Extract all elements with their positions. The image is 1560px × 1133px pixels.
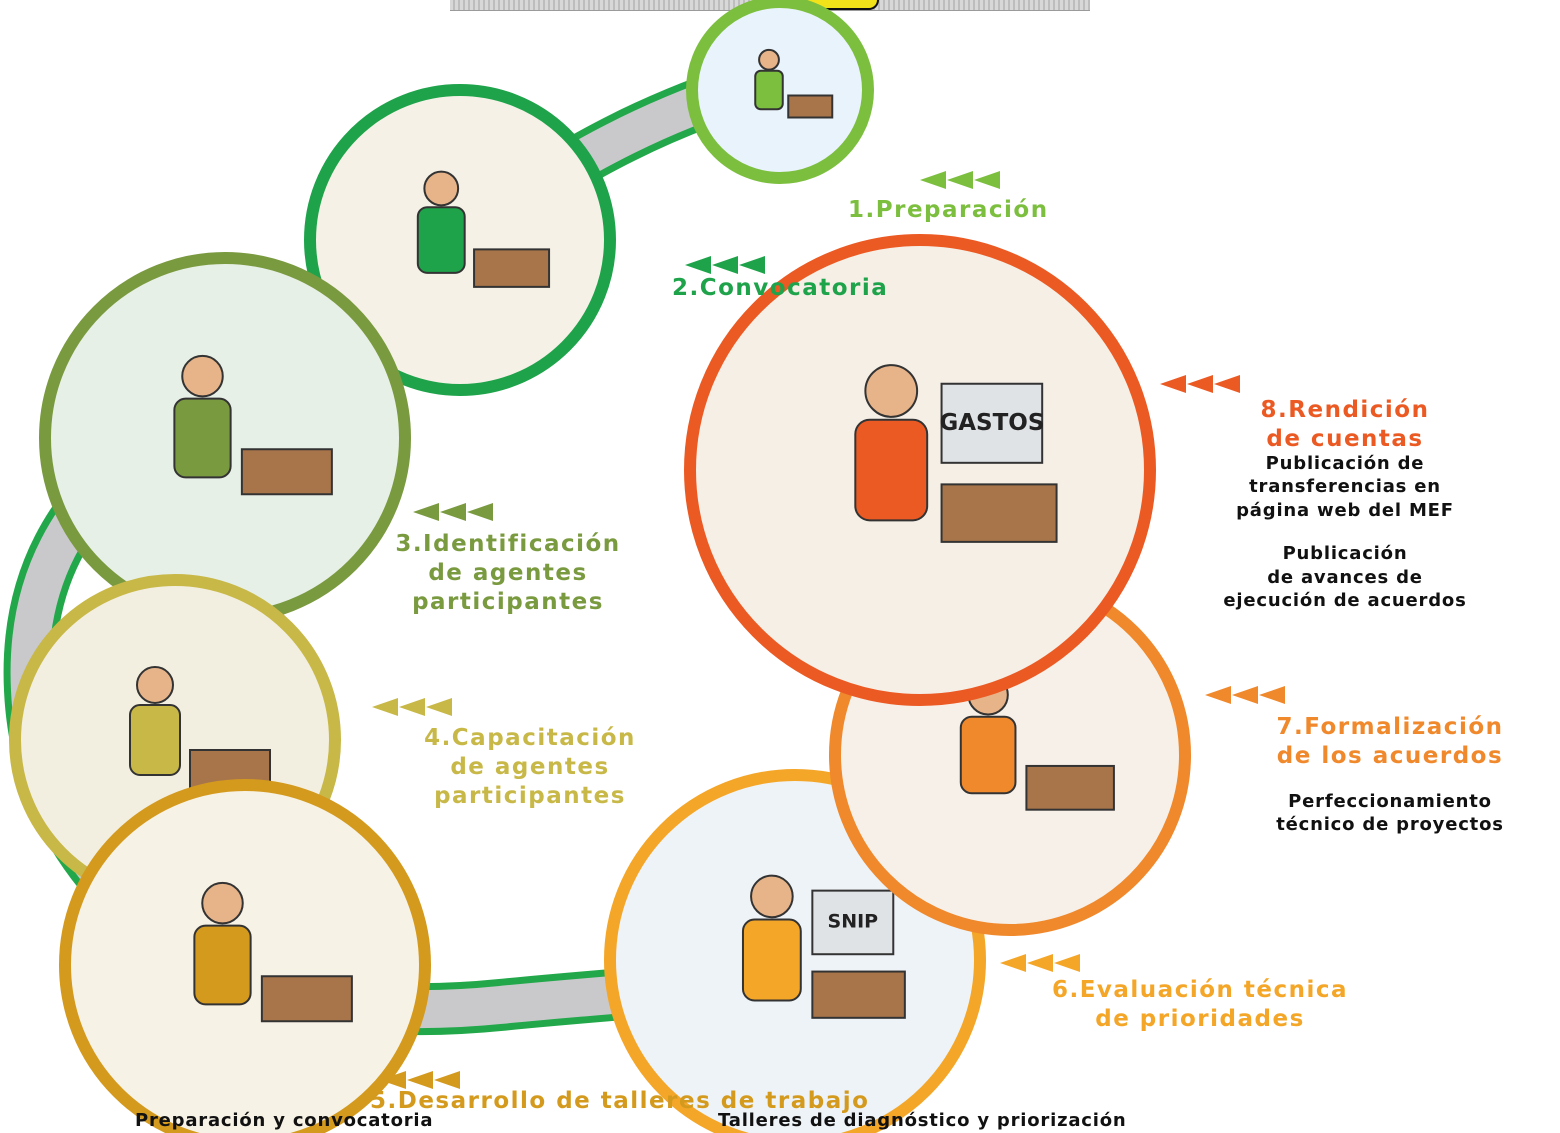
arrow-head-icon xyxy=(1027,954,1053,972)
stage-8-triple-left-arrow-icon xyxy=(1160,375,1240,393)
stage-circles: SNIP GASTOS xyxy=(9,0,1191,1133)
person-body-icon xyxy=(959,715,1017,795)
arrow-head-icon xyxy=(467,503,493,521)
desk-icon xyxy=(473,248,551,288)
person-body-icon xyxy=(754,69,784,111)
arrow-head-icon xyxy=(1054,954,1080,972)
stage-3-triple-left-arrow-icon xyxy=(413,503,493,521)
stage-2-title: 2.Convocatoria xyxy=(672,275,889,301)
arrow-head-icon xyxy=(739,256,765,274)
computer-monitor-icon xyxy=(940,382,1044,464)
arrow-head-icon xyxy=(920,171,946,189)
stage-5-circle xyxy=(59,779,431,1133)
desk-icon xyxy=(811,970,906,1019)
accounting-computer-icon: GASTOS xyxy=(854,364,1058,543)
arrow-head-icon xyxy=(1259,686,1285,704)
group-of-people-icon xyxy=(173,354,333,496)
stage-2-triple-left-arrow-icon xyxy=(685,256,765,274)
stage-7-title: 7.Formalización de los acuerdos xyxy=(1276,714,1504,769)
stage-3-title: 3.Identificación de agentes participante… xyxy=(395,531,621,615)
screen-label: GASTOS xyxy=(939,410,1044,436)
stage-2-circle xyxy=(304,84,616,396)
person-body-icon xyxy=(854,418,929,522)
person-head-icon xyxy=(201,881,244,925)
arrow-head-icon xyxy=(399,698,425,716)
desk-icon xyxy=(787,94,834,119)
arrow-head-icon xyxy=(974,171,1000,189)
stage-7-triple-left-arrow-icon xyxy=(1205,686,1285,704)
computer-evaluation-icon: SNIP xyxy=(741,874,906,1019)
stage-8-title: 8.Rendición de cuentas xyxy=(1260,397,1430,452)
document-exchange-icon xyxy=(193,881,353,1023)
arrow-head-icon xyxy=(1205,686,1231,704)
stage-3-circle xyxy=(39,252,411,624)
stage-4-triple-left-arrow-icon xyxy=(372,698,452,716)
arrow-head-icon xyxy=(407,1071,433,1089)
arrow-head-icon xyxy=(440,503,466,521)
stage-5-note-left: Preparación y convocatoria xyxy=(135,1110,434,1131)
stage-arrows xyxy=(372,171,1285,1089)
stage-1-title: 1.Preparación xyxy=(848,197,1049,223)
arrow-head-icon xyxy=(413,503,439,521)
person-head-icon xyxy=(864,364,919,418)
person-body-icon xyxy=(416,206,466,274)
computer-monitor-icon xyxy=(811,889,895,956)
filing-cabinet-icon xyxy=(754,48,834,119)
stage-5-triple-left-arrow-icon xyxy=(380,1071,460,1089)
arrow-head-icon xyxy=(380,1071,406,1089)
arrow-head-icon xyxy=(712,256,738,274)
arrow-head-icon xyxy=(1160,375,1186,393)
person-head-icon xyxy=(423,170,460,207)
person-body-icon xyxy=(129,704,181,776)
arrow-head-icon xyxy=(434,1071,460,1089)
arrow-head-icon xyxy=(1187,375,1213,393)
arrow-head-icon xyxy=(1214,375,1240,393)
person-body-icon xyxy=(193,924,252,1006)
arrow-head-icon xyxy=(685,256,711,274)
arrow-head-icon xyxy=(372,698,398,716)
stage-1-triple-left-arrow-icon xyxy=(920,171,1000,189)
person-head-icon xyxy=(750,874,794,919)
stage-7-notes: Perfeccionamiento técnico de proyectos xyxy=(1276,791,1504,836)
person-body-icon xyxy=(741,918,802,1002)
person-head-icon xyxy=(181,354,224,398)
stage-8-notes: Publicación de transferencias en página … xyxy=(1223,453,1467,611)
arrow-head-icon xyxy=(1000,954,1026,972)
person-head-icon xyxy=(136,666,174,704)
person-head-icon xyxy=(758,48,780,71)
arrow-head-icon xyxy=(947,171,973,189)
desk-icon xyxy=(940,483,1058,543)
stage-4-title: 4.Capacitación de agentes participantes xyxy=(424,725,636,809)
arrow-head-icon xyxy=(1232,686,1258,704)
stage-6-title: 6.Evaluación técnica de prioridades xyxy=(1051,977,1349,1032)
arrow-head-icon xyxy=(426,698,452,716)
stage-5-title: 5.Desarrollo de talleres de trabajo xyxy=(370,1088,870,1114)
stage-1-circle xyxy=(686,0,874,184)
megaphone-icon xyxy=(416,170,551,288)
stage-8-circle: GASTOS xyxy=(684,234,1156,706)
person-body-icon xyxy=(173,397,232,479)
screen-label: SNIP xyxy=(828,911,879,933)
desk-icon xyxy=(260,975,353,1023)
desk-icon xyxy=(1025,764,1115,811)
stage-5-note-right: Talleres de diagnóstico y priorización xyxy=(718,1110,1127,1131)
desk-icon xyxy=(240,448,333,496)
stage-6-triple-left-arrow-icon xyxy=(1000,954,1080,972)
